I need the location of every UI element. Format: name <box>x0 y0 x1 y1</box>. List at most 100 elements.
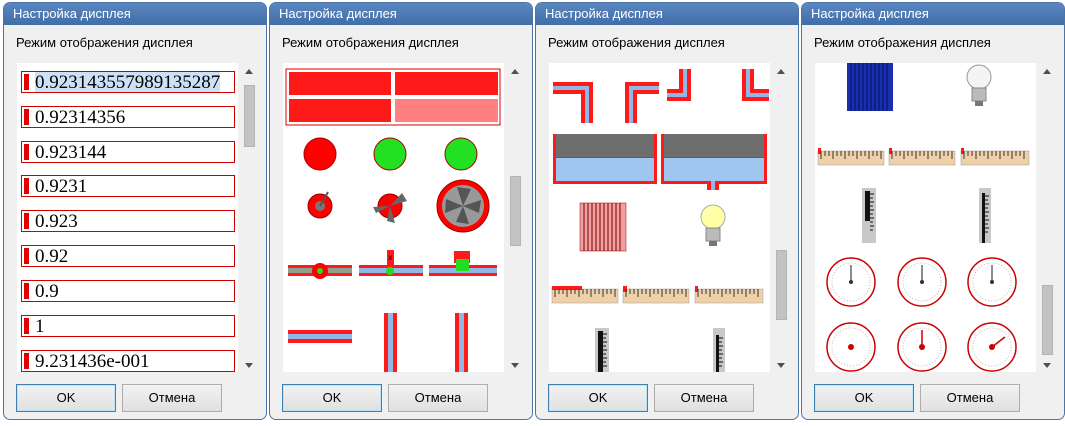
cancel-button[interactable]: Отмена <box>920 384 1020 412</box>
widget-gallery <box>815 63 1036 372</box>
tank-icon[interactable] <box>553 134 657 184</box>
format-value: 1 <box>35 316 45 337</box>
vertical-scale-icon[interactable] <box>979 188 991 243</box>
pipe-block-icon[interactable] <box>429 251 497 276</box>
pipe-elbow-icon[interactable] <box>742 69 769 101</box>
ok-button[interactable]: OK <box>16 384 116 412</box>
scroll-up-icon[interactable] <box>245 69 253 74</box>
format-option[interactable]: 0.9231 <box>21 175 235 197</box>
tank-icon[interactable] <box>661 134 767 190</box>
widget-gallery-canvas <box>551 69 769 372</box>
bar-indicator-icon[interactable] <box>285 68 501 126</box>
ok-button[interactable]: OK <box>282 384 382 412</box>
ruler-icon[interactable] <box>960 148 1030 166</box>
display-mode-label: Режим отображения дисплея <box>548 35 725 50</box>
format-value: 0.92 <box>35 246 69 267</box>
dial-gauge-icon[interactable] <box>897 322 947 372</box>
scroll-up-icon[interactable] <box>777 69 785 74</box>
format-option[interactable]: 0.92 <box>21 245 235 267</box>
format-option[interactable]: 9.231436e-001 <box>21 350 235 372</box>
ok-button[interactable]: OK <box>548 384 648 412</box>
format-list: 0.923143557989135287 0.92314356 0.923144… <box>17 63 238 372</box>
widget-gallery <box>549 63 770 372</box>
format-option[interactable]: 0.9 <box>21 280 235 302</box>
ruler-icon[interactable] <box>817 148 885 166</box>
display-settings-dialog-2: Настройка дисплея Режим отображения дисп… <box>269 2 533 420</box>
vertical-scale-icon[interactable] <box>595 328 609 372</box>
display-mode-label: Режим отображения дисплея <box>282 35 459 50</box>
display-mode-label: Режим отображения дисплея <box>814 35 991 50</box>
format-option[interactable]: 0.923 <box>21 210 235 232</box>
ok-button[interactable]: OK <box>814 384 914 412</box>
pipe-elbow-icon[interactable] <box>553 82 593 123</box>
ruler-icon[interactable] <box>694 286 764 304</box>
scroll-down-icon[interactable] <box>777 363 785 368</box>
format-option[interactable]: 0.92314356 <box>21 106 235 128</box>
widget-gallery: x <box>283 63 504 372</box>
vertical-scrollbar[interactable] <box>242 63 257 372</box>
scroll-thumb[interactable] <box>1042 285 1053 355</box>
ruler-icon[interactable] <box>551 286 619 304</box>
scroll-up-icon[interactable] <box>1043 69 1051 74</box>
vertical-scrollbar[interactable] <box>508 63 523 372</box>
light-bulb-icon[interactable] <box>700 204 726 246</box>
round-lamp-green-icon[interactable] <box>373 137 407 171</box>
dial-gauge-icon[interactable] <box>897 257 947 307</box>
dial-gauge-icon[interactable] <box>967 322 1017 372</box>
heater-blue-icon[interactable] <box>847 63 893 111</box>
round-lamp-red-icon[interactable] <box>303 137 337 171</box>
format-value: 0.923143557989135287 <box>35 72 221 93</box>
round-lamp-green-icon[interactable] <box>444 137 478 171</box>
scroll-thumb[interactable] <box>244 85 255 147</box>
ruler-icon[interactable] <box>622 286 690 304</box>
format-value: 0.92314356 <box>35 107 126 128</box>
scroll-up-icon[interactable] <box>511 69 519 74</box>
scroll-thumb[interactable] <box>510 176 521 246</box>
pipe-elbow-icon[interactable] <box>667 69 691 101</box>
pipe-vertical-icon[interactable] <box>455 313 468 372</box>
widget-gallery-canvas: x <box>285 68 501 372</box>
pipe-gauge-icon[interactable]: x <box>359 250 423 276</box>
display-settings-dialog-1: Настройка дисплея Режим отображения дисп… <box>3 2 267 420</box>
scroll-thumb[interactable] <box>776 250 787 320</box>
cancel-button[interactable]: Отмена <box>388 384 488 412</box>
dialog-title: Настройка дисплея <box>270 3 532 25</box>
display-settings-dialog-4: Настройка дисплея Режим отображения дисп… <box>801 2 1065 420</box>
format-value: 0.923144 <box>35 142 107 163</box>
dialog-title: Настройка дисплея <box>4 3 266 25</box>
cancel-button[interactable]: Отмена <box>654 384 754 412</box>
ruler-icon[interactable] <box>888 148 956 166</box>
format-option[interactable]: 0.923144 <box>21 141 235 163</box>
pipe-vertical-icon[interactable] <box>384 313 397 372</box>
dial-gauge-icon[interactable] <box>967 257 1017 307</box>
svg-text:x: x <box>388 253 393 262</box>
fan-small-icon[interactable] <box>373 193 407 223</box>
format-option[interactable]: 1 <box>21 315 235 337</box>
light-bulb-icon[interactable] <box>966 64 992 106</box>
scroll-down-icon[interactable] <box>245 363 253 368</box>
pipe-elbow-icon[interactable] <box>625 82 659 123</box>
cancel-button[interactable]: Отмена <box>122 384 222 412</box>
dial-gauge-icon[interactable] <box>826 322 876 372</box>
widget-gallery-canvas <box>817 63 1030 372</box>
display-settings-dialog-3: Настройка дисплея Режим отображения дисп… <box>535 2 799 420</box>
dial-gauge-icon[interactable] <box>826 257 876 307</box>
pipe-horizontal-icon[interactable] <box>288 330 352 343</box>
dialog-title: Настройка дисплея <box>536 3 798 25</box>
vertical-scrollbar[interactable] <box>1040 63 1055 372</box>
format-value: 9.231436e-001 <box>35 351 150 372</box>
dialog-title: Настройка дисплея <box>802 3 1064 25</box>
pipe-valve-icon[interactable] <box>288 263 352 279</box>
format-option[interactable]: 0.923143557989135287 <box>21 71 235 93</box>
vertical-scrollbar[interactable] <box>774 63 789 372</box>
format-value: 0.9 <box>35 281 59 302</box>
scroll-down-icon[interactable] <box>511 363 519 368</box>
heater-icon[interactable] <box>579 202 627 252</box>
fan-large-icon[interactable] <box>436 179 490 233</box>
vertical-scale-icon[interactable] <box>862 188 876 243</box>
valve-icon[interactable] <box>307 191 333 219</box>
vertical-scale-icon[interactable] <box>713 328 725 372</box>
display-mode-label: Режим отображения дисплея <box>16 35 193 50</box>
scroll-down-icon[interactable] <box>1043 363 1051 368</box>
format-value: 0.923 <box>35 211 78 232</box>
